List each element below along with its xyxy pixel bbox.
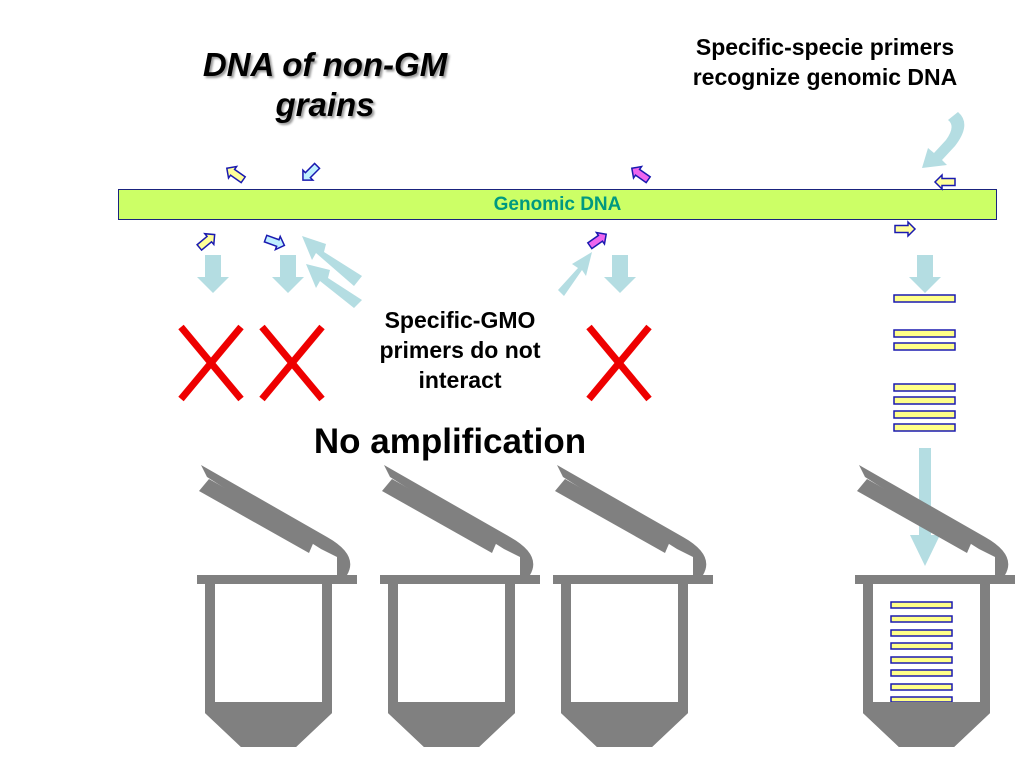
flow-arrow-down <box>604 255 636 293</box>
flow-arrow-diagonal <box>306 264 362 308</box>
primer-arrow-yellow-upright <box>194 228 220 254</box>
tube-amplicons <box>890 601 953 703</box>
primer-arrow-yellow-upleft <box>222 161 248 187</box>
amplicon-band <box>890 601 953 609</box>
no-amplification-label: No amplification <box>313 422 587 461</box>
amplicon-band <box>893 294 956 303</box>
amplicon-band <box>893 410 956 419</box>
amplicon-band <box>893 329 956 338</box>
cross-icon <box>178 324 244 402</box>
flow-arrow-diagonal <box>558 252 592 296</box>
primer-arrow-yellow-left <box>934 174 956 190</box>
primer-arrow-magenta-upleft <box>627 161 653 187</box>
primer-arrow-cyan-downleft <box>297 160 323 186</box>
pcr-tube-3 <box>553 465 713 747</box>
amplicon-band <box>890 669 953 677</box>
pcr-tube-2 <box>380 465 540 747</box>
amplicon-band <box>893 423 956 432</box>
amplicon-band <box>890 642 953 650</box>
cross-icon <box>586 324 652 402</box>
amplicon-band <box>890 629 953 637</box>
amplicons-stack <box>893 294 956 432</box>
slide-title: DNA of non-GM grains <box>202 46 448 123</box>
amplicon-band <box>893 342 956 351</box>
genomic-dna-bar: Genomic DNA <box>118 189 997 220</box>
flow-arrow-curved <box>922 112 965 168</box>
flow-arrow-down <box>272 255 304 293</box>
flow-arrow-down <box>197 255 229 293</box>
gmo-primers-label: Specific-GMO primers do not interact <box>379 307 541 393</box>
genomic-dna-label: Genomic DNA <box>493 194 622 215</box>
primer-arrow-cyan-right <box>262 231 288 253</box>
flow-arrow-diagonal <box>302 236 362 286</box>
amplicon-band <box>890 656 953 664</box>
amplicon-band <box>890 683 953 691</box>
amplicon-band <box>893 383 956 392</box>
species-primers-label: Specific-specie primers recognize genomi… <box>692 34 958 90</box>
amplicon-band <box>890 696 953 703</box>
flow-arrow-down <box>909 255 941 293</box>
amplicon-band <box>890 615 953 623</box>
pcr-tube-1 <box>197 465 357 747</box>
primer-arrow-yellow-right <box>894 221 916 237</box>
primer-arrow-magenta-upright <box>585 227 611 253</box>
amplicon-band <box>893 396 956 405</box>
tube-4-cone <box>863 702 990 747</box>
cross-icon <box>259 324 325 402</box>
